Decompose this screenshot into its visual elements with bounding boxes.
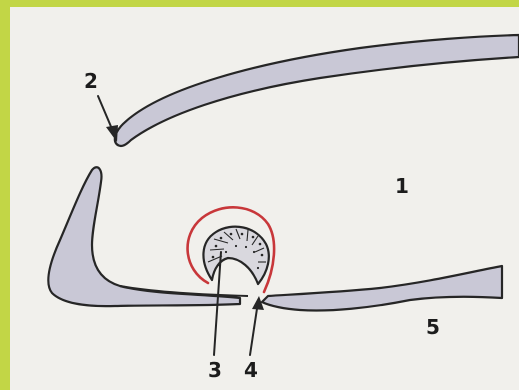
label-5: 5: [426, 315, 440, 339]
label-4: 4: [244, 358, 258, 382]
label-1: 1: [395, 174, 409, 198]
label-2: 2: [84, 69, 98, 93]
label-3: 3: [208, 358, 222, 382]
